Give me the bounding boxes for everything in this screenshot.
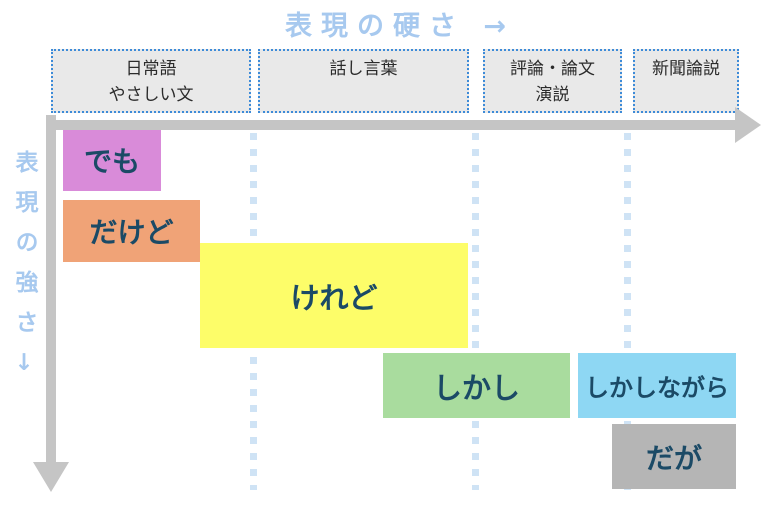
block-shikashi: しかし — [383, 353, 570, 418]
block-dakedo: だけど — [63, 200, 200, 262]
block-daga: だが — [612, 424, 736, 489]
x-axis-line — [46, 120, 737, 130]
block-demo: でも — [63, 128, 161, 191]
column-header-line: 評論・論文 — [510, 59, 595, 79]
block-shikashinagara: しかしながら — [578, 353, 736, 418]
block-keredo: けれど — [200, 243, 468, 348]
y-axis-line — [46, 115, 56, 465]
column-header-line: やさしい文 — [108, 85, 194, 106]
column-separator — [624, 133, 631, 490]
column-header-line: 日常語 — [125, 59, 177, 79]
column-header-line: 話し言葉 — [329, 59, 398, 79]
column-header-essays-speeches: 評論・論文 演説 — [483, 49, 622, 113]
y-axis-title: 表現の強さ↓ — [11, 150, 37, 393]
column-separator — [472, 133, 479, 490]
column-header-line: 新聞論説 — [652, 59, 720, 79]
x-axis-title: 表現の硬さ → — [284, 11, 516, 42]
column-header-spoken-language: 話し言葉 — [258, 49, 469, 113]
column-header-newspaper-editorial: 新聞論説 — [633, 49, 739, 113]
column-header-line: 演説 — [535, 85, 570, 106]
right-arrow-icon — [735, 107, 761, 143]
down-arrow-icon — [33, 462, 69, 492]
column-header-everyday-language: 日常語 やさしい文 — [51, 49, 251, 113]
